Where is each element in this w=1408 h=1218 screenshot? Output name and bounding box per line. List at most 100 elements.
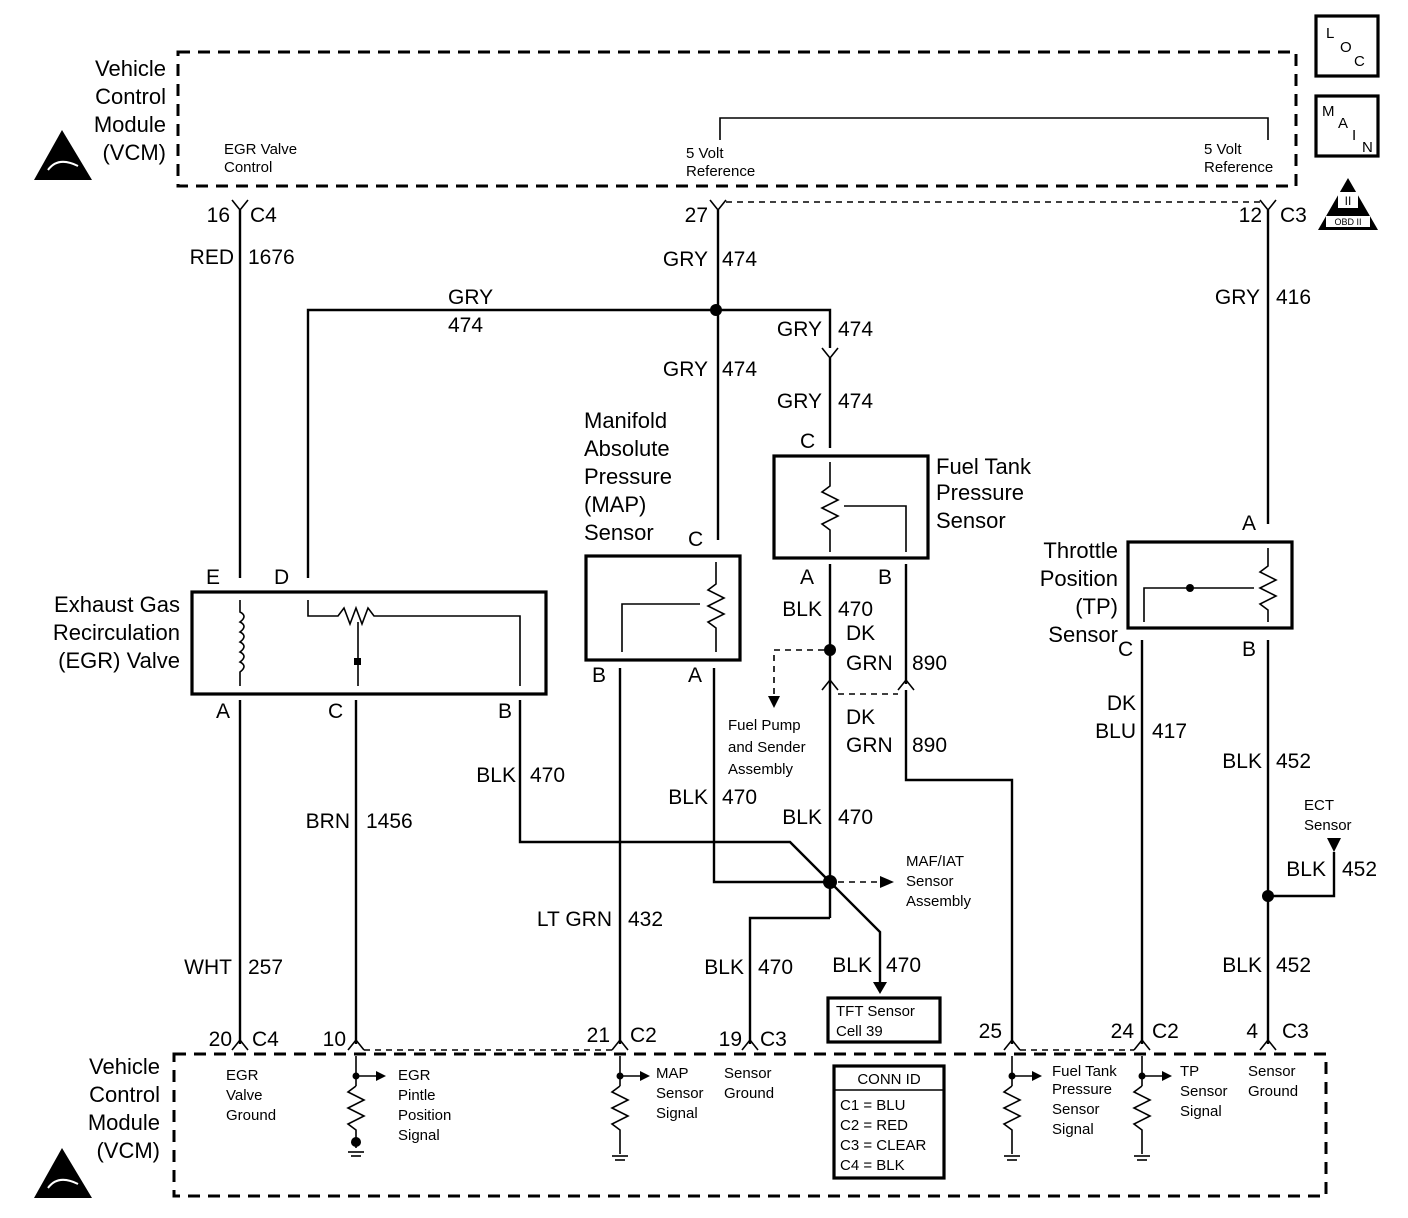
svg-text:Sensor: Sensor <box>584 520 654 545</box>
conn-c4-top: C4 <box>250 204 277 227</box>
svg-text:Fuel Tank: Fuel Tank <box>1052 1063 1117 1080</box>
5v-ref-right-label: 5 Volt Reference <box>1204 141 1273 176</box>
svg-text:Recirculation: Recirculation <box>53 620 180 645</box>
conn-c3-top: C3 <box>1280 204 1307 227</box>
wire-blk-470-egr <box>518 700 831 883</box>
fuel-tank-sensor-box <box>772 454 930 560</box>
wire-label-470-f: 470 <box>886 954 921 977</box>
ft-pin-a: A <box>800 566 814 589</box>
wire-label-452a: 452 <box>1276 750 1311 773</box>
wire-dk-grn-890-lower <box>904 690 1014 1044</box>
svg-text:Pressure: Pressure <box>584 464 672 489</box>
svg-text:Signal: Signal <box>1180 1103 1222 1120</box>
conn-id-table: CONN ID C1 = BLU C2 = RED C3 = CLEAR C4 … <box>832 1064 946 1180</box>
wire-label-dkgrn-a: DK GRN 890 <box>846 622 947 675</box>
svg-text:Reference: Reference <box>1204 159 1273 176</box>
svg-text:Sensor: Sensor <box>1052 1101 1100 1118</box>
conn-c3-bottom-b: C3 <box>1282 1020 1309 1043</box>
svg-text:OBD II: OBD II <box>1334 217 1361 227</box>
wire-label-470-b: 470 <box>722 786 757 809</box>
wire-label-brn: BRN <box>306 810 350 833</box>
wire-label-1676: 1676 <box>248 246 295 269</box>
pin-10: 10 <box>323 1028 346 1051</box>
tp-sensor-box <box>1126 540 1294 630</box>
svg-text:Fuel Tank: Fuel Tank <box>936 454 1032 479</box>
wire-label-red: RED <box>190 246 234 269</box>
wire-label-474-c: 474 <box>838 318 873 341</box>
svg-text:Sensor: Sensor <box>936 508 1006 533</box>
svg-text:Sensor: Sensor <box>906 873 954 890</box>
wire-label-470-e: 470 <box>758 956 793 979</box>
svg-text:Ground: Ground <box>226 1107 276 1124</box>
svg-text:MAP: MAP <box>656 1065 689 1082</box>
wire-label-470-c: 470 <box>838 598 873 621</box>
main-badge: M A I N <box>1314 94 1380 158</box>
wire-label-gry-e: GRY <box>777 390 822 413</box>
svg-text:EGR Valve: EGR Valve <box>224 141 297 158</box>
svg-text:Sensor: Sensor <box>656 1085 704 1102</box>
tp-pin-a: A <box>1242 512 1256 535</box>
svg-text:C2 = RED: C2 = RED <box>840 1117 908 1134</box>
tp-sensor-label: Throttle Position (TP) Sensor <box>1040 538 1118 647</box>
conn-c2-bottom-b: C2 <box>1152 1020 1179 1043</box>
wire-label-dkblu: DK BLU 417 <box>1095 692 1187 743</box>
wire-label-1456: 1456 <box>366 810 413 833</box>
svg-text:Sensor: Sensor <box>1248 1063 1296 1080</box>
svg-text:Signal: Signal <box>656 1105 698 1122</box>
map-sensor-label: Manifold Absolute Pressure (MAP) Sensor <box>584 408 672 545</box>
conn-c2-bottom-a: C2 <box>630 1024 657 1047</box>
pin-12: 12 <box>1239 204 1262 227</box>
wire-label-gry-b: GRY <box>448 286 493 309</box>
tft-sensor-box: TFT Sensor Cell 39 <box>826 996 942 1044</box>
pin-4: 4 <box>1246 1020 1258 1043</box>
svg-text:(TP): (TP) <box>1075 594 1118 619</box>
svg-text:Absolute: Absolute <box>584 436 670 461</box>
ect-sensor-label: ECT Sensor <box>1304 797 1352 834</box>
svg-text:TP: TP <box>1180 1063 1199 1080</box>
svg-text:Throttle: Throttle <box>1043 538 1118 563</box>
svg-text:DK: DK <box>846 622 875 645</box>
pin-24: 24 <box>1111 1020 1135 1043</box>
svg-text:CONN ID: CONN ID <box>857 1071 921 1088</box>
egr-valve-box <box>190 590 548 696</box>
pin-20: 20 <box>209 1028 232 1051</box>
wire-label-474-b: 474 <box>448 314 483 337</box>
svg-text:Reference: Reference <box>686 163 755 180</box>
svg-text:L: L <box>1326 25 1334 42</box>
svg-text:ECT: ECT <box>1304 797 1334 814</box>
obd-ii-icon: II OBD II <box>1318 178 1378 230</box>
egr-pin-d: D <box>274 566 289 589</box>
loc-badge: L O C <box>1314 14 1380 78</box>
svg-text:DK: DK <box>846 706 875 729</box>
svg-text:Module: Module <box>88 1110 160 1135</box>
wire-label-blk-a: BLK <box>476 764 516 787</box>
svg-text:Control: Control <box>89 1082 160 1107</box>
svg-text:C1 = BLU: C1 = BLU <box>840 1097 905 1114</box>
esd-warning-icon <box>34 130 92 180</box>
wire-label-gry-c: GRY <box>777 318 822 341</box>
wire-gry-474-egr <box>306 308 716 578</box>
wire-label-blk-b: BLK <box>668 786 708 809</box>
pin-16: 16 <box>207 204 230 227</box>
svg-text:M: M <box>1322 103 1335 120</box>
vcm-bottom-box <box>172 1052 1328 1198</box>
egr-pintle-resistor <box>307 600 521 686</box>
wire-blk-470-map <box>712 668 830 884</box>
svg-text:GRN: GRN <box>846 652 893 675</box>
svg-text:(MAP): (MAP) <box>584 492 646 517</box>
svg-text:890: 890 <box>912 734 947 757</box>
wire-label-257: 257 <box>248 956 283 979</box>
ft-pin-b: B <box>878 566 892 589</box>
pin-21: 21 <box>587 1024 610 1047</box>
egr-pin-b: B <box>498 700 512 723</box>
svg-text:Manifold: Manifold <box>584 408 667 433</box>
svg-text:Sensor: Sensor <box>1304 817 1352 834</box>
svg-text:Assembly: Assembly <box>728 761 794 778</box>
egr-valve-control-label: EGR Valve Control <box>224 141 297 176</box>
tp-potentiometer <box>1258 548 1278 622</box>
wire-label-432: 432 <box>628 908 663 931</box>
egr-pin-c: C <box>328 700 343 723</box>
wire-label-470-a: 470 <box>530 764 565 787</box>
maf-iat-label: MAF/IAT Sensor Assembly <box>906 853 972 910</box>
svg-text:Vehicle: Vehicle <box>89 1054 160 1079</box>
